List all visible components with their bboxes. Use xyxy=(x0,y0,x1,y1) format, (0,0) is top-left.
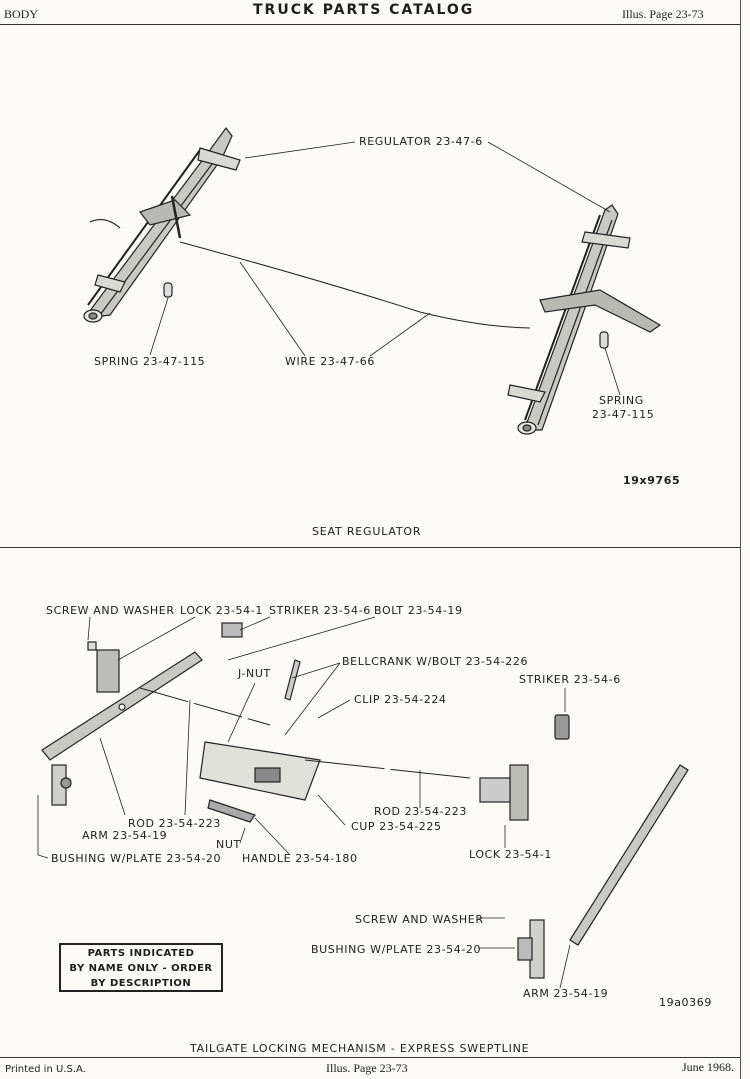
left-seat-regulator xyxy=(83,126,241,323)
right-lock-part xyxy=(509,764,529,821)
print-date: June 1968. xyxy=(682,1060,734,1074)
label-screw-washer-right: SCREW AND WASHER xyxy=(355,913,484,926)
label-lock-top: LOCK 23-54-1 xyxy=(180,604,263,617)
label-arm-left: ARM 23-54-19 xyxy=(82,829,168,842)
label-bellcrank: BELLCRANK W/BOLT 23-54-226 xyxy=(342,655,529,668)
section-label: BODY xyxy=(4,7,39,21)
label-spring-right-line1: SPRING xyxy=(599,394,644,407)
label-arm-right: ARM 23-54-19 xyxy=(523,987,609,1000)
caption-seat-regulator: SEAT REGULATOR xyxy=(312,525,422,538)
page-title: TRUCK PARTS CATALOG xyxy=(253,2,475,18)
page-edge xyxy=(740,0,741,1079)
label-rod-left: ROD 23-54-223 xyxy=(128,817,221,830)
label-striker-right: STRIKER 23-54-6 xyxy=(519,673,621,686)
label-j-nut: J-NUT xyxy=(238,667,271,680)
footer-rule xyxy=(0,1057,740,1058)
label-lock-right: LOCK 23-54-1 xyxy=(469,848,552,861)
label-bushing-left: BUSHING W/PLATE 23-54-20 xyxy=(51,852,222,865)
label-regulator: REGULATOR 23-47-6 xyxy=(359,135,483,148)
note-line-3: BY DESCRIPTION xyxy=(90,978,192,989)
footer-page-reference: Illus. Page 23-73 xyxy=(326,1061,408,1075)
parts-note-box: PARTS INDICATED BY NAME ONLY - ORDER BY … xyxy=(59,943,223,992)
label-cup: CUP 23-54-225 xyxy=(351,820,442,833)
section-divider xyxy=(0,547,740,548)
label-bushing-right: BUSHING W/PLATE 23-54-20 xyxy=(311,943,482,956)
label-spring-right-line2: 23-47-115 xyxy=(592,408,655,421)
right-arm-part xyxy=(569,764,689,946)
label-clip: CLIP 23-54-224 xyxy=(354,693,447,706)
caption-tailgate: TAILGATE LOCKING MECHANISM - EXPRESS SWE… xyxy=(190,1042,530,1055)
page-reference: Illus. Page 23-73 xyxy=(622,7,704,21)
header-rule xyxy=(0,24,740,25)
figure-number-tailgate: 19a0369 xyxy=(659,996,712,1009)
right-seat-regulator xyxy=(507,204,662,435)
label-bolt: BOLT 23-54-19 xyxy=(374,604,463,617)
handle-part xyxy=(207,799,256,823)
figure-number-seat: 19x9765 xyxy=(623,474,681,487)
printed-in: Printed in U.S.A. xyxy=(5,1064,86,1075)
label-striker-top: STRIKER 23-54-6 xyxy=(269,604,371,617)
wire-part xyxy=(179,241,531,329)
label-handle: HANDLE 23-54-180 xyxy=(242,852,358,865)
label-wire: WIRE 23-47-66 xyxy=(285,355,375,368)
left-lock-part xyxy=(96,649,120,693)
label-rod-right: ROD 23-54-223 xyxy=(374,805,467,818)
label-nut: NUT xyxy=(216,838,241,851)
note-line-1: PARTS INDICATED xyxy=(87,948,195,959)
label-spring-left: SPRING 23-47-115 xyxy=(94,355,206,368)
label-screw-washer-top: SCREW AND WASHER xyxy=(46,604,175,617)
note-line-2: BY NAME ONLY - ORDER xyxy=(69,963,213,974)
